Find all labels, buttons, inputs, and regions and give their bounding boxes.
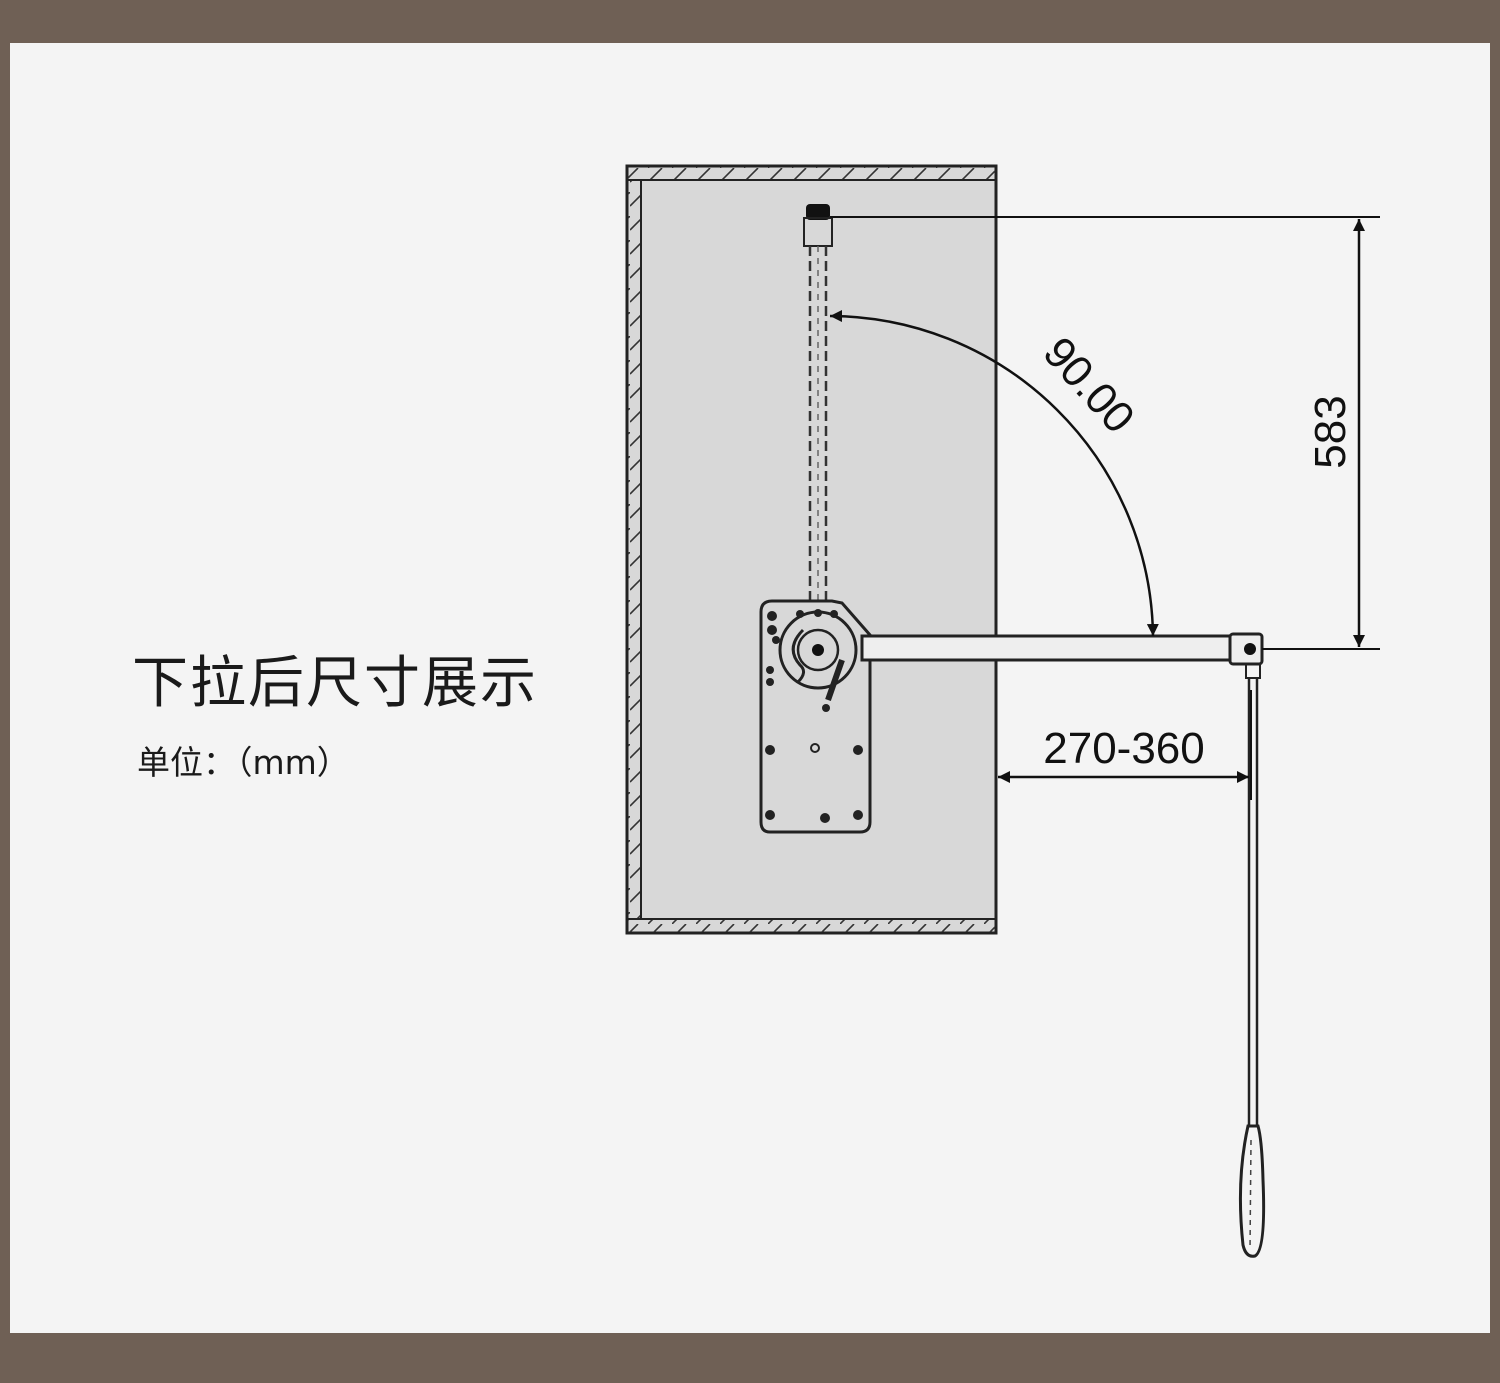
folded-arm — [803, 204, 833, 600]
extended-arm — [860, 632, 1264, 666]
angle-dimension-label: 90.00 — [1034, 328, 1144, 443]
cabinet-back-wall — [626, 179, 642, 920]
cabinet-top-wall — [626, 165, 997, 181]
unit-label: 单位：（mm） — [137, 743, 350, 782]
height-dimension: 583 — [830, 216, 1380, 650]
extension-dimension-label: 270-360 — [1043, 724, 1204, 773]
pull-rod-handle — [1238, 663, 1266, 1258]
extension-dimension: 270-360 — [998, 690, 1252, 800]
mounting-plate — [759, 599, 872, 834]
cabinet-bottom-wall — [626, 918, 997, 934]
height-dimension-label: 583 — [1306, 395, 1355, 468]
diagram-title: 下拉后尺寸展示 — [132, 651, 538, 716]
